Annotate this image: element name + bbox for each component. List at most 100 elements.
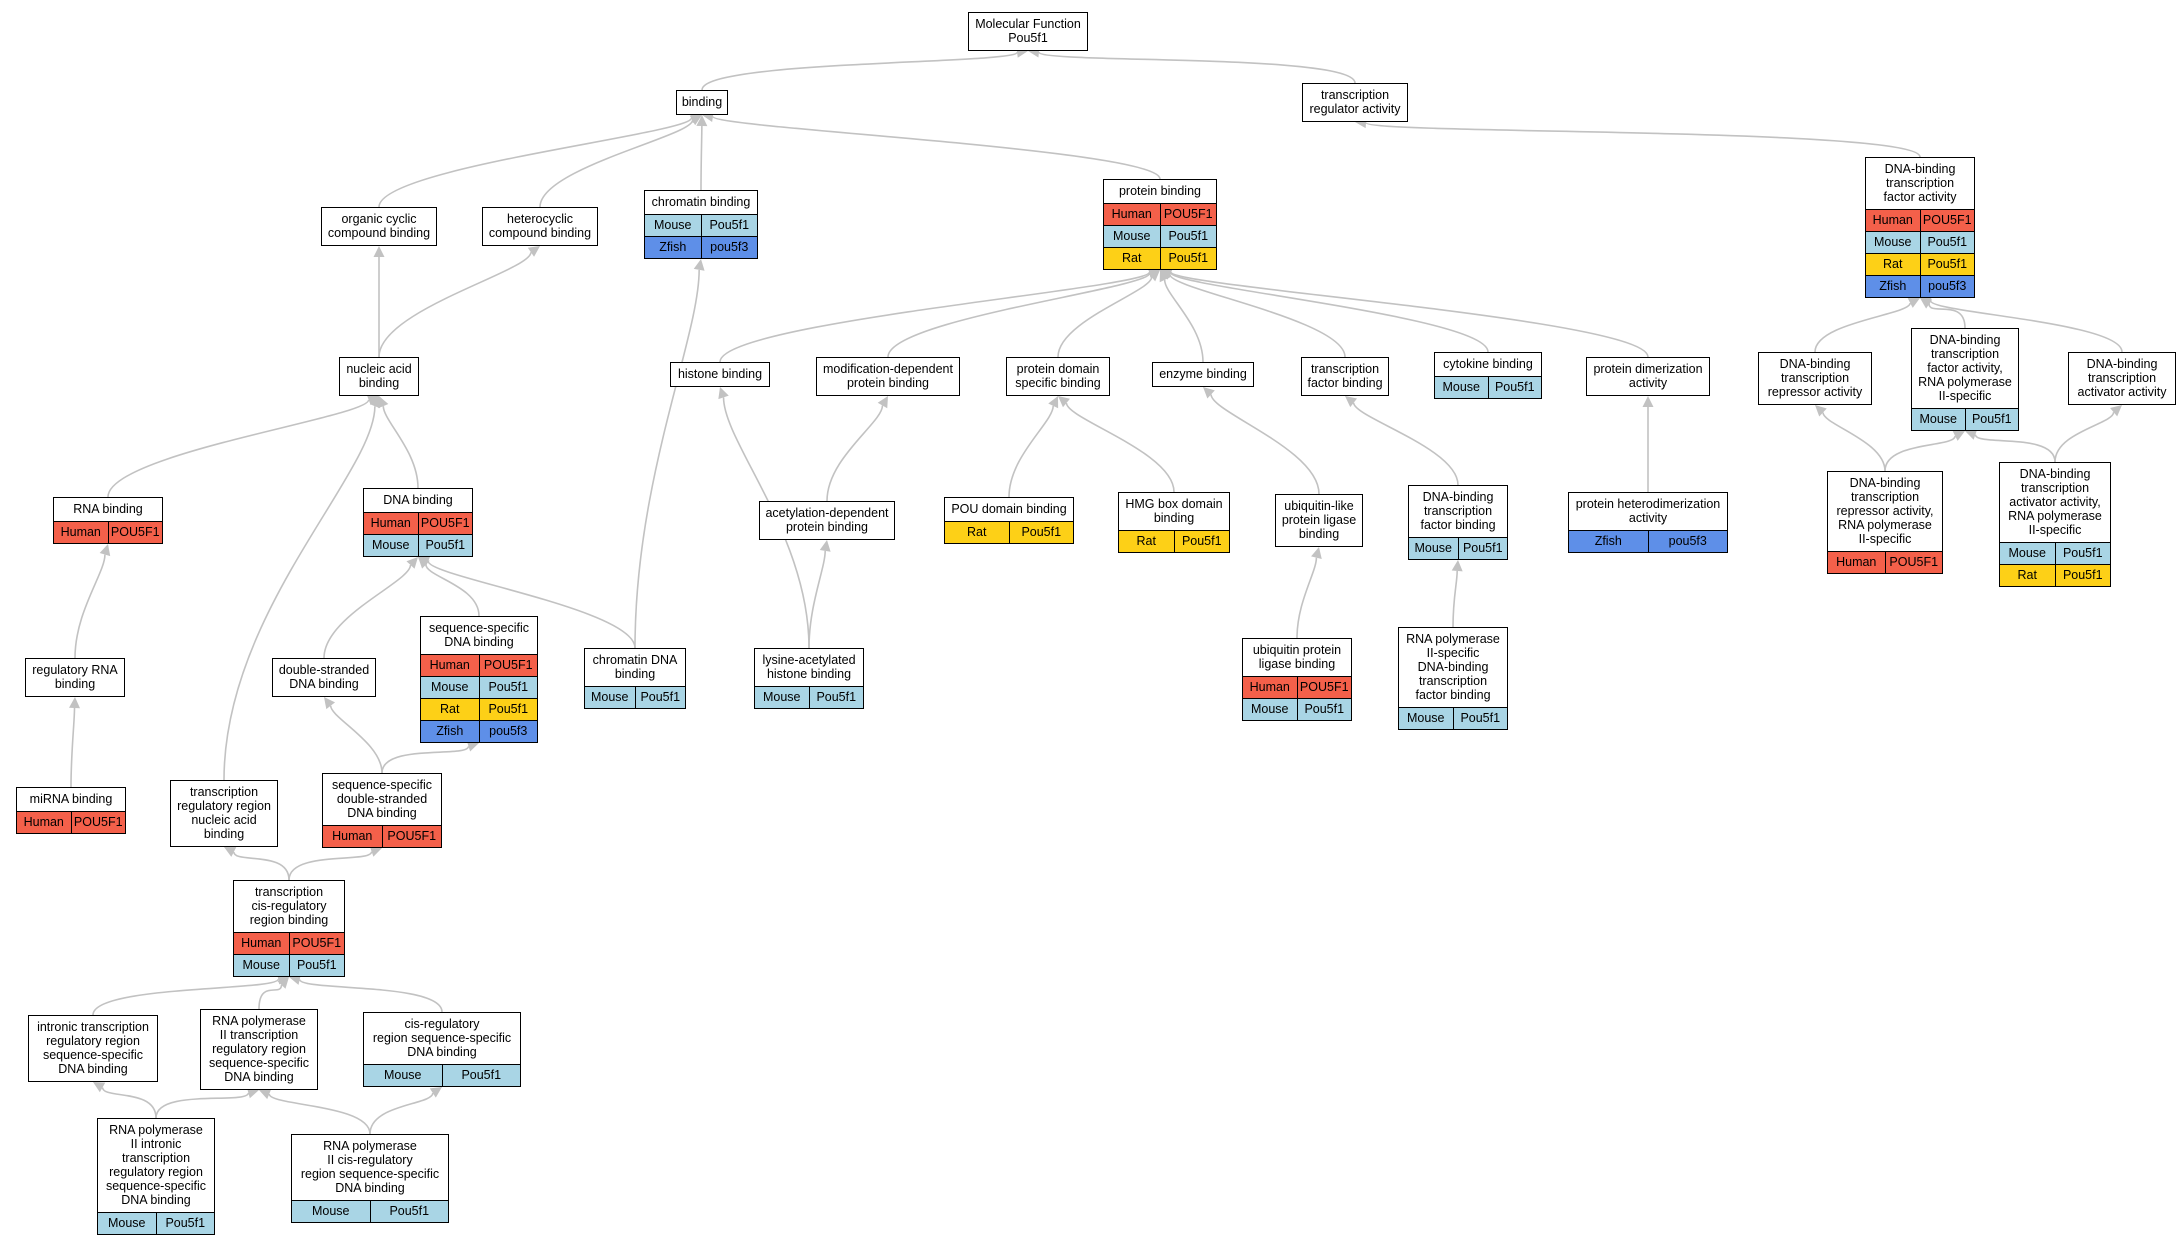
- edge-line: [323, 564, 412, 659]
- arrowhead-icon: [259, 1088, 272, 1100]
- gene-symbol: Pou5f1: [296, 958, 337, 972]
- go-term-label-line: DNA binding: [121, 1193, 191, 1207]
- go-term-label: POU domain binding: [945, 498, 1073, 521]
- arrowhead-icon: [689, 115, 702, 126]
- go-term-label-line: binding: [203, 827, 245, 841]
- edge-line: [826, 405, 884, 502]
- go-term-node: histone binding: [670, 362, 770, 387]
- edge-line: [1352, 402, 1459, 486]
- organism-name: Mouse: [234, 955, 290, 976]
- gene-symbol: POU5F1: [420, 516, 470, 530]
- organism-name: Mouse: [645, 215, 702, 236]
- edge-line: [1057, 276, 1153, 358]
- arrowhead-icon: [1311, 547, 1322, 559]
- edge-line: [1929, 300, 2123, 353]
- go-term-label-line: protein binding: [1118, 184, 1201, 198]
- edge-line: [1822, 412, 1886, 472]
- organism-name: Human: [54, 522, 109, 543]
- gene-symbol: POU5F1: [73, 815, 123, 829]
- go-term-label-line: regulatory RNA: [32, 663, 118, 677]
- edge-line: [1884, 435, 1956, 472]
- go-term-label-line: double-stranded: [336, 792, 428, 806]
- gene-symbol: Pou5f1: [640, 690, 681, 704]
- go-term-label: chromatin binding: [645, 191, 757, 214]
- go-term-label-line: DNA binding: [347, 806, 417, 820]
- arrowhead-icon: [1203, 387, 1215, 399]
- gene-symbol: Pou5f1: [1927, 257, 1968, 271]
- go-term-label-line: region sequence-specific: [300, 1167, 440, 1181]
- go-term-label-line: compound binding: [488, 226, 592, 240]
- go-term-node: binding: [676, 90, 728, 115]
- go-term-label-line: activity: [1628, 511, 1668, 525]
- edge-line: [92, 978, 280, 1016]
- organism-name: Mouse: [2000, 543, 2056, 564]
- organism-name: Mouse: [364, 535, 419, 556]
- go-term-label-line: RNA polymerase: [323, 1139, 417, 1153]
- gene-symbol: Pou5f1: [1927, 235, 1968, 249]
- arrowhead-icon: [1148, 270, 1160, 282]
- go-term-label-line: ubiquitin protein: [1252, 643, 1342, 657]
- go-term-label-line: DNA-binding: [1929, 333, 2001, 347]
- gene-symbol: Pou5f1: [389, 1204, 430, 1218]
- edge-line: [155, 1092, 250, 1119]
- edge-line: [1038, 51, 1356, 84]
- edge-line: [1365, 121, 1921, 158]
- arrowhead-icon: [527, 246, 540, 257]
- go-term-label-line: Molecular Function: [975, 17, 1081, 31]
- arrowhead-icon: [1058, 396, 1070, 408]
- go-term-label-line: regulatory region: [46, 1034, 140, 1048]
- arrowhead-icon: [1907, 298, 1920, 308]
- gene-symbol: POU5F1: [1163, 207, 1213, 221]
- edge-line: [808, 550, 826, 649]
- arrowhead-icon: [1451, 560, 1463, 572]
- edge-line: [712, 115, 1161, 180]
- edge-line: [70, 707, 76, 788]
- arrowhead-icon: [224, 847, 237, 857]
- go-term-label-line: transcription: [1885, 176, 1955, 190]
- go-term-label: histone binding: [671, 363, 769, 386]
- gene-symbol: Pou5f1: [1494, 380, 1535, 394]
- edge-line: [298, 978, 443, 1013]
- go-term-label-line: ubiquitin-like: [1284, 499, 1354, 513]
- organism-name: Mouse: [1912, 409, 1966, 430]
- edge-line: [634, 269, 700, 649]
- edge-line: [1170, 271, 1649, 358]
- arrowhead-icon: [369, 396, 380, 409]
- go-term-label-line: DNA binding: [224, 1070, 294, 1084]
- go-term-label-line: Pou5f1: [1008, 31, 1048, 45]
- go-term-label: enzyme binding: [1153, 363, 1253, 386]
- organism-name: Mouse: [421, 677, 480, 698]
- go-term-label-line: miRNA binding: [29, 792, 113, 806]
- organism-name: Mouse: [364, 1065, 443, 1086]
- organism-name: Mouse: [1435, 377, 1489, 398]
- go-term-label-line: regulatory region: [177, 799, 271, 813]
- go-term-label-line: HMG box domain: [1125, 497, 1223, 511]
- arrowhead-icon: [369, 846, 382, 857]
- organism-name: Human: [1866, 210, 1921, 231]
